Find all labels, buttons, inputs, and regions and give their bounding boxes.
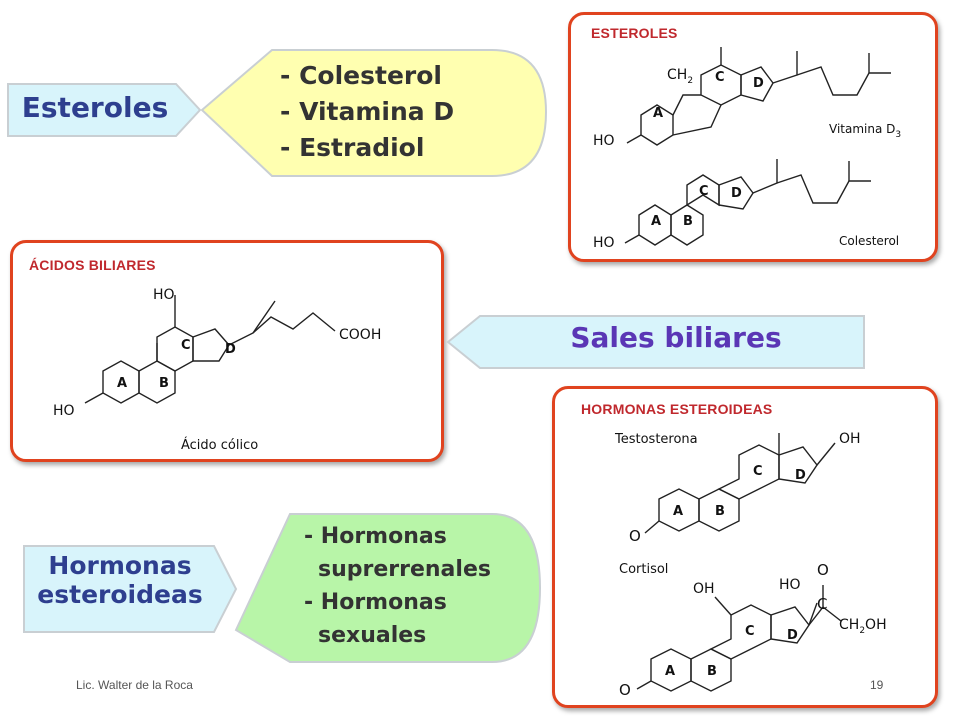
hormonas-item: - Hormonas (304, 590, 447, 615)
ring-label: D (225, 342, 236, 357)
hormonas-esteroideas-label: Hormonas esteroideas (22, 544, 238, 634)
testosterona-label: Testosterona (614, 432, 698, 447)
testosterona-structure (644, 433, 836, 534)
ring-label: C (753, 464, 763, 479)
ho-top-label: HO (153, 287, 175, 303)
hormonas-label-line: esteroideas (37, 579, 203, 609)
ring-label: A (653, 106, 663, 121)
esteroles-item: - Vitamina D (280, 97, 455, 126)
colesterol-label: Colesterol (839, 234, 899, 248)
sales-biliares-label-text: Sales biliares (570, 321, 782, 354)
sales-biliares-label: Sales biliares (446, 314, 866, 370)
ring-label: B (159, 376, 169, 391)
ring-label: C (715, 70, 725, 85)
ring-label: C (745, 624, 755, 639)
esteroles-item: - Estradiol (280, 133, 425, 162)
hormonas-esteroideas-label-text: Hormonas esteroideas (30, 551, 210, 610)
esteroles-item: - Colesterol (280, 61, 442, 90)
ring-label: D (753, 76, 764, 91)
oh-label: OH (693, 581, 715, 597)
hormonas-list: - Hormonas suprerrenales - Hormonas sexu… (304, 520, 491, 652)
esteroles-panel: ESTEROLES CH2 A C D HO Vitamina D3 (568, 12, 938, 262)
hormonas-esteroideas-label-shape (23, 545, 238, 633)
ch2-label: CH2 (667, 67, 693, 86)
footer-page-number: 19 (870, 678, 884, 692)
ring-label: B (715, 504, 725, 519)
esteroles-bubble-shape (200, 49, 548, 177)
hormonas-esteroideas-panel-title: HORMONAS ESTEROIDEAS (581, 401, 773, 417)
acidos-biliares-panel-title: ÁCIDOS BILIARES (29, 257, 156, 273)
vitamina-d3-structure (626, 47, 891, 146)
acidos-biliares-panel: ÁCIDOS BILIARES HO COOH A B C D HO Ácido… (10, 240, 444, 462)
ring-label: C (181, 338, 191, 353)
esteroles-label: Esteroles (6, 82, 202, 138)
hormonas-esteroideas-panel: HORMONAS ESTEROIDEAS Testosterona OH O A… (552, 386, 938, 708)
ring-label: D (795, 468, 806, 483)
cortisol-label: Cortisol (619, 562, 668, 577)
hormonas-item: - Hormonas (304, 524, 447, 549)
ho-label: HO (593, 133, 615, 149)
ring-label: A (673, 504, 683, 519)
esteroles-label-shape (7, 83, 202, 137)
esteroles-panel-title: ESTEROLES (591, 25, 678, 41)
vitamina-d3-label: Vitamina D3 (829, 122, 901, 140)
colesterol-structure (624, 159, 871, 246)
o-label: O (629, 527, 641, 545)
ring-label: D (787, 628, 798, 643)
ho-label: HO (593, 235, 615, 251)
footer-author: Lic. Walter de la Roca (76, 678, 193, 692)
o-top-label: O (817, 561, 829, 579)
ring-label: A (117, 376, 127, 391)
esteroles-structures: CH2 A C D HO Vitamina D3 A B C D HO Cole… (593, 47, 901, 251)
hormonas-label-line: Hormonas (48, 551, 192, 580)
acido-colico-structure: HO COOH A B C D HO Ácido cólico (53, 287, 381, 453)
hormonas-structures: Testosterona OH O A B C D Cortisol (614, 431, 887, 699)
ring-label: A (651, 214, 661, 229)
hormonas-bubble: - Hormonas suprerrenales - Hormonas sexu… (234, 512, 542, 664)
ring-label: C (699, 184, 709, 199)
hormonas-item: sexuales (318, 623, 427, 648)
esteroles-label-text: Esteroles (21, 91, 169, 124)
oh-label: OH (839, 431, 861, 447)
cooh-label: COOH (339, 327, 381, 343)
acido-colico-label: Ácido cólico (181, 437, 258, 453)
o-label: O (619, 681, 631, 699)
hormonas-item: suprerrenales (318, 557, 491, 582)
sales-biliares-label-shape (446, 315, 865, 369)
carbonyl-c-label: C (817, 595, 827, 613)
ho-label: HO (779, 577, 801, 593)
ch2oh-label: CH2OH (839, 617, 887, 636)
hormonas-bubble-shape (234, 513, 542, 663)
ring-label: D (731, 186, 742, 201)
esteroles-list: - Colesterol - Vitamina D - Estradiol (280, 58, 454, 166)
ring-label: A (665, 664, 675, 679)
esteroles-bubble: - Colesterol - Vitamina D - Estradiol (200, 48, 548, 178)
ring-label: B (683, 214, 693, 229)
cortisol-structure (636, 585, 842, 692)
ho-left-label: HO (53, 403, 75, 419)
ring-label: B (707, 664, 717, 679)
